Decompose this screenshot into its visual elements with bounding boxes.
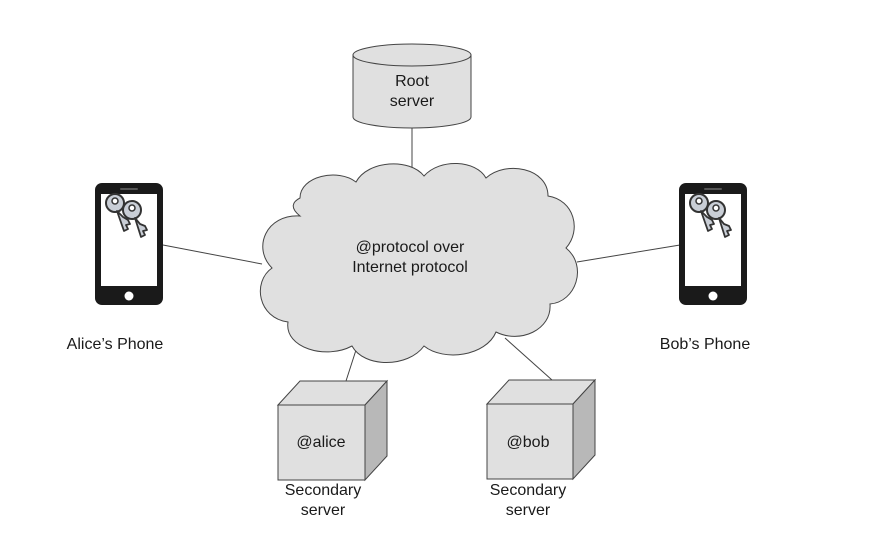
alice-secondary-server-label: Secondary server (253, 481, 393, 521)
alice-handle-label: @alice (296, 434, 346, 451)
network-cloud-label-line1: @protocol over (355, 239, 465, 256)
bob-phone-label: Bob’s Phone (659, 336, 751, 353)
connector-lines (162, 128, 681, 382)
alice-phone-cloud-link (162, 244, 263, 265)
network-cloud-label: @protocol over Internet protocol (300, 238, 520, 278)
bob-server-cloud-link (504, 337, 553, 381)
alice-secondary-server-cube (276, 379, 389, 482)
bob-secondary-label-line2: server (505, 502, 551, 519)
bob-secondary-server-cube (485, 378, 597, 481)
alice-server-cloud-link (345, 349, 357, 382)
root-server-cylinder (352, 43, 472, 129)
bob-handle-label: @bob (506, 434, 550, 451)
root-server-label: Root server (352, 72, 472, 112)
alice-phone-icon (95, 183, 163, 305)
bob-secondary-label-line1: Secondary (489, 482, 567, 499)
bob-secondary-server-label: Secondary server (458, 481, 598, 521)
network-cloud-label-line2: Internet protocol (352, 259, 468, 276)
bob-phone-icon (679, 183, 747, 305)
alice-secondary-label-line2: server (300, 502, 346, 519)
network-cloud-shape (259, 163, 578, 363)
root-server-label-line2: server (389, 93, 435, 110)
alice-phone-label: Alice’s Phone (66, 336, 164, 353)
root-server-label-line1: Root (395, 73, 429, 90)
bob-phone-cloud-link (576, 244, 681, 263)
alice-secondary-label-line1: Secondary (284, 482, 362, 499)
